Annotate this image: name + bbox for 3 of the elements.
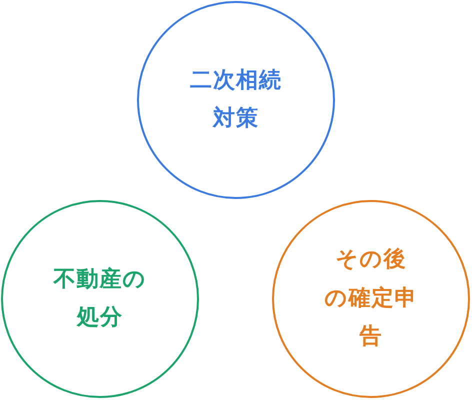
- circle-label: 二次相続対策: [189, 66, 283, 133]
- circle-label: 不動産の処分: [52, 266, 148, 332]
- circle-label: その後の確定申告: [324, 246, 418, 352]
